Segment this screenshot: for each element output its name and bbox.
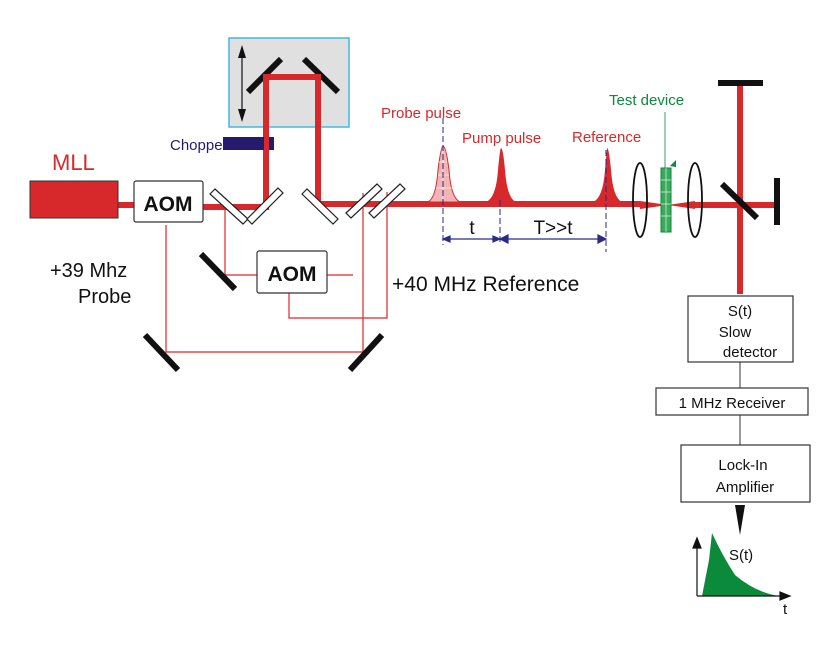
detector-label-line1: Slow — [719, 324, 752, 341]
reference-frequency-label: +40 MHz Reference — [392, 273, 579, 296]
test-device-grid — [661, 168, 671, 232]
beam-splitters — [209, 183, 406, 225]
output-arrow-icon — [735, 505, 745, 535]
lockin-label-line1: Lock-In — [718, 457, 767, 474]
signal-plot-axis-label: t — [783, 601, 788, 618]
reference-pulse — [593, 148, 622, 202]
aom-2 — [256, 250, 328, 294]
probe-frequency-label: +39 Mhz — [50, 260, 127, 282]
probe-rf-line — [165, 193, 364, 353]
delay-t-arrow — [441, 235, 502, 243]
pump-pulse — [486, 148, 516, 202]
receiver-label: 1 MHz Receiver — [679, 395, 786, 412]
reference-label: Reference — [572, 129, 641, 146]
lockin-label-line2: Amplifier — [716, 479, 774, 496]
receiver — [655, 387, 809, 416]
pump-pulse-label: Pump pulse — [462, 130, 541, 147]
mll-label: MLL — [52, 150, 95, 175]
detector-label-line2: detector — [723, 344, 777, 361]
signal-curve — [702, 533, 778, 596]
mll-laser — [29, 180, 119, 219]
slow-detector — [687, 295, 794, 363]
mirror — [198, 251, 238, 292]
aom-1-label: AOM — [144, 193, 193, 216]
mirror — [347, 332, 385, 373]
lens — [687, 162, 703, 238]
mirror — [142, 332, 181, 373]
end-mirror — [774, 178, 780, 225]
signal-plot-label: S(t) — [729, 547, 753, 564]
probe-label: Probe — [78, 286, 131, 308]
chopper-label: Chopper — [170, 137, 228, 154]
detector-signal-label: S(t) — [728, 303, 752, 320]
signal-plot-axes — [692, 536, 792, 601]
test-device-marker — [670, 160, 676, 167]
beam-splitter-right — [719, 181, 760, 221]
delay-T-arrow — [498, 234, 608, 244]
aom-1 — [133, 180, 204, 223]
top-mirror — [718, 80, 763, 86]
reference-rf-line — [288, 192, 388, 319]
lens — [632, 162, 648, 238]
beam-through-chopper — [264, 137, 269, 150]
aom-2-label: AOM — [268, 263, 317, 286]
delay-stage-double-arrow-icon — [238, 45, 246, 122]
delay-t-label: t — [469, 218, 475, 239]
chopper — [223, 137, 274, 150]
laser-beam — [118, 74, 640, 210]
delay-T-label: T>>t — [533, 218, 573, 239]
test-device-label: Test device — [609, 92, 684, 109]
probe-pulse-label: Probe pulse — [381, 105, 461, 122]
lock-in-amplifier — [680, 444, 811, 503]
probe-pulse — [427, 145, 461, 203]
